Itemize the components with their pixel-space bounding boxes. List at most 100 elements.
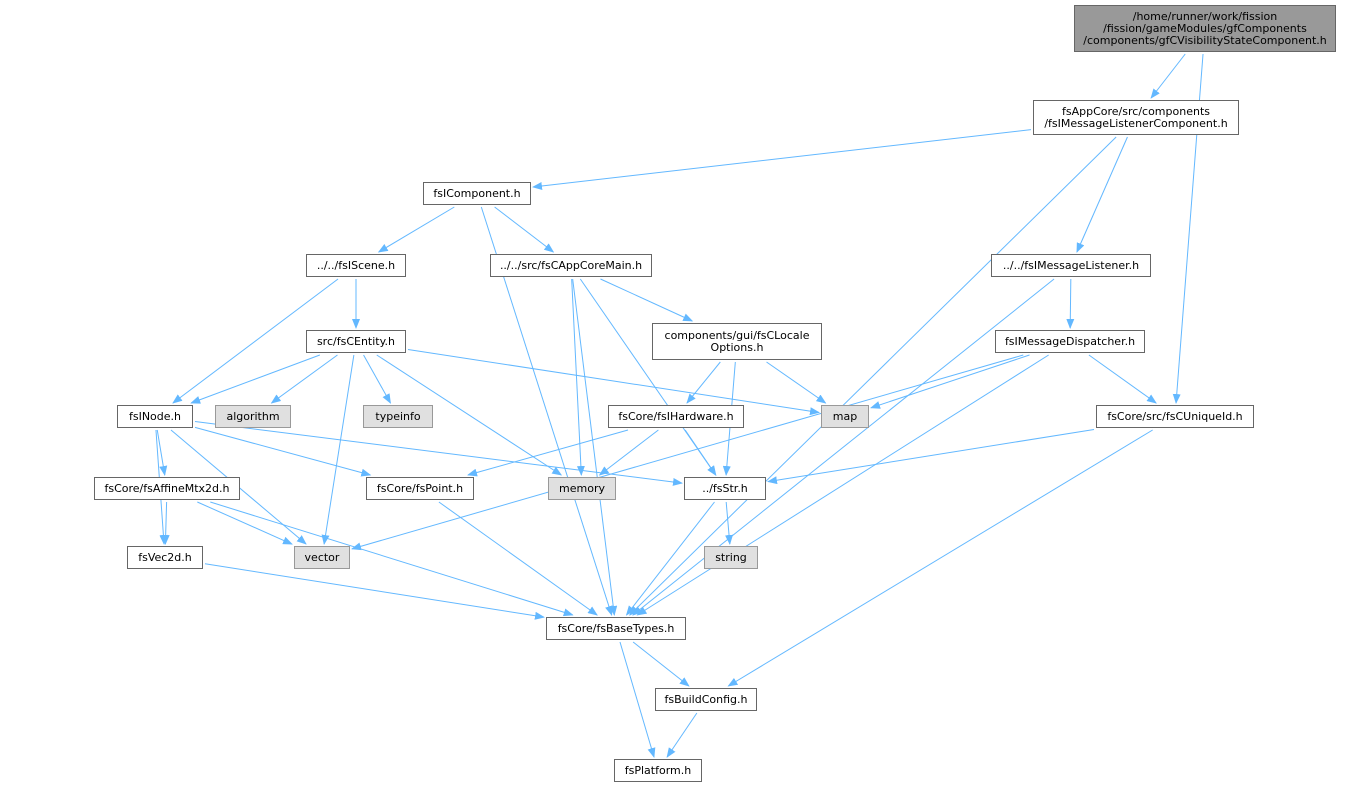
node-label-line: fsINode.h [128, 409, 182, 423]
node-vec2d[interactable]: fsVec2d.h [127, 546, 203, 569]
node-message-listener-component[interactable]: fsAppCore/src/components/fsIMessageListe… [1033, 100, 1239, 135]
edge-uid-to-build [727, 429, 1153, 687]
edge-str-to-base [625, 501, 715, 616]
edge-hw-to-memory [598, 429, 659, 476]
node-label: memory [559, 481, 605, 495]
node-point[interactable]: fsCore/fsPoint.h [366, 477, 474, 500]
node-label: /home/runner/work/fission/fission/gameMo… [1083, 10, 1326, 47]
edge-icomp-to-appcore [494, 206, 555, 253]
node-appcore-main[interactable]: ../../src/fsCAppCoreMain.h [490, 254, 652, 277]
node-iscene[interactable]: ../../fsIScene.h [306, 254, 406, 277]
node-label-line: vector [304, 550, 340, 564]
node-message-dispatcher[interactable]: fsIMessageDispatcher.h [995, 330, 1145, 353]
node-label-line: map [832, 409, 858, 423]
node-imessage-listener[interactable]: ../../fsIMessageListener.h [991, 254, 1151, 277]
edge-disp-to-base [636, 354, 1049, 616]
node-label: ../../src/fsCAppCoreMain.h [500, 259, 642, 272]
node-label-line: fsVec2d.h [138, 550, 192, 564]
edge-root-to-uid [1172, 53, 1204, 404]
node-label-line: fsCore/fsBaseTypes.h [557, 621, 675, 635]
edge-centity-to-vector [321, 354, 355, 545]
node-label-line: ../../fsIMessageListener.h [1002, 258, 1140, 272]
edge-msglc-to-imsgl [1076, 136, 1128, 253]
node-label: fsCore/fsAffineMtx2d.h [104, 481, 230, 495]
node-label: fsCore/fsPoint.h [377, 482, 463, 495]
edge-disp-to-map [870, 354, 1030, 409]
edge-locale-to-map [766, 361, 827, 404]
node-vector: vector [294, 546, 350, 569]
edge-disp-to-uid [1088, 354, 1157, 404]
node-label: map [832, 409, 858, 423]
edge-msglc-to-base [629, 136, 1117, 616]
edge-build-to-plat [666, 712, 698, 758]
node-label-line: ../fsStr.h [702, 481, 748, 495]
node-icomponent[interactable]: fsIComponent.h [423, 182, 531, 205]
edge-centity-to-algo [270, 354, 338, 404]
node-algorithm: algorithm [215, 405, 291, 428]
node-label-line: ../../fsIScene.h [316, 258, 396, 272]
node-label-line: fsCore/fsIHardware.h [618, 409, 734, 423]
node-root-file[interactable]: /home/runner/work/fission/fission/gameMo… [1074, 5, 1336, 52]
node-label-line: src/fsCEntity.h [316, 334, 396, 348]
node-label: fsPlatform.h [624, 763, 692, 777]
edge-msglc-to-icomp [532, 129, 1032, 190]
node-label-line: fsCore/src/fsCUniqueId.h [1107, 409, 1243, 423]
edge-centity-to-map [407, 348, 820, 416]
node-label-line: fsAppCore/src/components [1062, 104, 1210, 118]
edge-base-to-plat [619, 641, 656, 758]
node-label: fsBuildConfig.h [665, 693, 748, 706]
edge-vec2-to-base [204, 563, 545, 620]
node-label: ../../fsIMessageListener.h [1002, 258, 1140, 272]
node-label: ../fsStr.h [702, 481, 748, 495]
node-label-line: typeinfo [375, 409, 421, 423]
edge-centity-to-memory [376, 354, 563, 476]
node-unique-id[interactable]: fsCore/src/fsCUniqueId.h [1096, 405, 1254, 428]
edge-inode-to-affine [156, 429, 168, 476]
edge-root-to-msglc [1150, 53, 1186, 99]
edge-appcore-to-memory [571, 278, 585, 476]
node-affine-mtx2d[interactable]: fsCore/fsAffineMtx2d.h [94, 477, 240, 500]
edge-inode-to-point [194, 426, 372, 477]
edge-affine-to-vec2 [161, 501, 170, 545]
node-label-line: algorithm [226, 409, 280, 423]
node-label-line: memory [559, 481, 605, 495]
node-map: map [821, 405, 869, 428]
node-label: fsCore/src/fsCUniqueId.h [1107, 409, 1243, 423]
edge-imsgl-to-disp [1066, 278, 1075, 329]
node-label-line: components/gui/fsCLocale [664, 328, 810, 342]
node-build-config[interactable]: fsBuildConfig.h [655, 688, 757, 711]
node-label-line: /fsIMessageListenerComponent.h [1044, 116, 1228, 130]
edge-appcore-to-base [572, 278, 618, 616]
node-label-line: string [715, 550, 747, 564]
node-label: fsVec2d.h [138, 550, 192, 564]
node-ihardware[interactable]: fsCore/fsIHardware.h [608, 405, 744, 428]
edge-appcore-to-locale [600, 278, 694, 322]
node-platform[interactable]: fsPlatform.h [614, 759, 702, 782]
node-label: ../../fsIScene.h [316, 258, 396, 272]
node-label-line: /fission/gameModules/gfComponents [1103, 21, 1307, 35]
node-label-line: fsCore/fsAffineMtx2d.h [104, 481, 230, 495]
node-label: string [715, 550, 747, 564]
node-memory: memory [548, 477, 616, 500]
node-label-line: fsPlatform.h [624, 763, 692, 777]
edge-affine-to-base [210, 501, 574, 617]
edge-hw-to-str [684, 429, 717, 476]
edge-locale-to-hw [686, 361, 721, 404]
edge-base-to-build [632, 641, 690, 687]
node-label-line: Options.h [710, 340, 764, 354]
node-label: fsIMessageDispatcher.h [1005, 335, 1135, 348]
edge-str-to-string [725, 501, 734, 545]
node-inode[interactable]: fsINode.h [117, 405, 193, 428]
node-str[interactable]: ../fsStr.h [684, 477, 766, 500]
node-label: vector [304, 550, 340, 564]
node-base-types[interactable]: fsCore/fsBaseTypes.h [546, 617, 686, 640]
edge-imsgl-to-base [632, 278, 1055, 616]
node-typeinfo: typeinfo [363, 405, 433, 428]
node-label: typeinfo [375, 409, 421, 423]
node-string: string [704, 546, 758, 569]
node-label: fsAppCore/src/components/fsIMessageListe… [1044, 104, 1228, 130]
edge-hw-to-point [467, 429, 629, 477]
node-centity[interactable]: src/fsCEntity.h [306, 330, 406, 353]
